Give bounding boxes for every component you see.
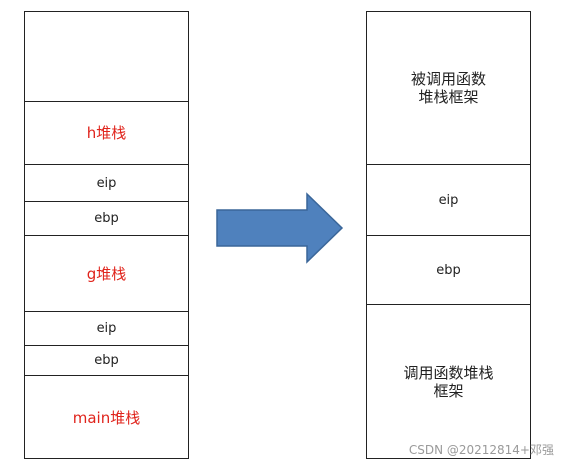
- stack-cell-h-frame: h堆栈: [25, 101, 188, 164]
- stack-cell-ebp: ebp: [25, 345, 188, 375]
- stack-cell-empty: [25, 12, 188, 101]
- left-call-stack: h堆栈 eip ebp g堆栈 eip ebp main堆栈: [24, 11, 189, 459]
- stack-cell-caller-frame: 调用函数堆栈 框架: [367, 304, 530, 459]
- stack-cell-ebp: ebp: [25, 201, 188, 235]
- ebp-label: ebp: [94, 211, 119, 226]
- stack-cell-eip: eip: [367, 164, 530, 235]
- eip-label: eip: [96, 175, 117, 191]
- caller-frame-label: 调用函数堆栈 框架: [403, 364, 494, 400]
- right-frame-stack: 被调用函数 堆栈框架 eip ebp 调用函数堆栈 框架: [366, 11, 531, 459]
- ebp-label: ebp: [94, 353, 119, 368]
- right-arrow-icon: [216, 192, 344, 264]
- stack-cell-main-frame: main堆栈: [25, 375, 188, 459]
- stack-cell-eip: eip: [25, 311, 188, 345]
- h-frame-label: h堆栈: [86, 124, 127, 142]
- stack-cell-ebp: ebp: [367, 235, 530, 304]
- stack-cell-g-frame: g堆栈: [25, 235, 188, 311]
- stack-cell-eip: eip: [25, 164, 188, 201]
- eip-label: eip: [438, 192, 459, 208]
- main-frame-label: main堆栈: [72, 408, 141, 427]
- watermark: CSDN @20212814+邓强: [408, 443, 554, 457]
- arrow-shape: [216, 192, 344, 264]
- ebp-label: ebp: [436, 262, 461, 278]
- stack-cell-callee-frame: 被调用函数 堆栈框架: [367, 12, 530, 164]
- g-frame-label: g堆栈: [86, 264, 127, 283]
- callee-frame-label: 被调用函数 堆栈框架: [410, 70, 486, 106]
- eip-label: eip: [96, 321, 117, 336]
